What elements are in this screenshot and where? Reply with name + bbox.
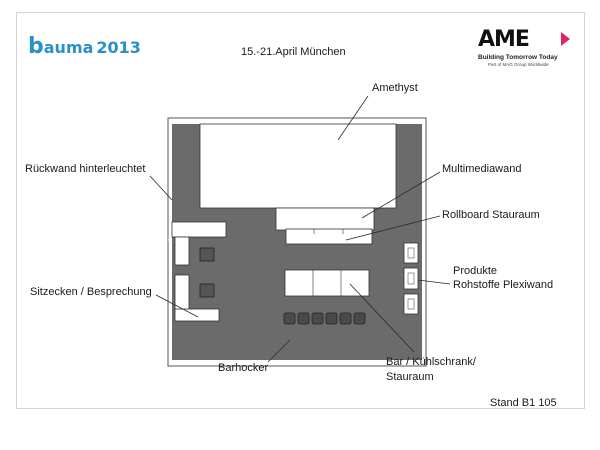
ame-logo-word: AME — [478, 27, 530, 52]
bar-stool — [353, 312, 366, 325]
rollboard-storage — [285, 228, 373, 245]
label-rollboard: Rollboard Stauraum — [442, 209, 540, 221]
side-table — [199, 247, 215, 262]
event-date: 15.-21.April München — [241, 46, 346, 58]
amethyst-area — [199, 123, 397, 209]
showcase-box — [403, 242, 419, 264]
bar-stool — [283, 312, 296, 325]
label-barhocker: Barhocker — [218, 362, 269, 374]
label-rueckwand: Rückwand hinterleuchtet — [25, 163, 146, 175]
bauma-logo-year: 2013 — [96, 38, 141, 57]
label-multimedia: Multimediawand — [442, 163, 522, 175]
label-rohstoffe: Rohstoffe Plexiwand — [453, 279, 554, 291]
bar-stool — [325, 312, 338, 325]
leader-produkte — [417, 279, 451, 285]
showcase-box — [403, 267, 419, 290]
ame-tagline: Building Tomorrow Today — [478, 54, 558, 61]
side-table — [199, 283, 215, 298]
showcase-inner — [407, 298, 415, 310]
stand-number: Stand B1 105 — [490, 397, 557, 409]
leader-sitzecken — [155, 294, 199, 318]
leader-amethyst — [337, 95, 369, 141]
label-stauraum: Stauraum — [386, 371, 434, 383]
left-counter — [171, 221, 227, 238]
bauma-logo-b: b — [28, 34, 44, 59]
showcase-inner — [407, 247, 415, 259]
leader-rollboard — [345, 215, 441, 241]
sofa-lower — [174, 274, 190, 312]
bar-stool — [297, 312, 310, 325]
multimedia-wall — [275, 207, 375, 231]
label-amethyst: Amethyst — [372, 82, 418, 94]
label-bar: Bar / Kühlschrank/ — [386, 356, 476, 368]
sofa-bottom — [174, 308, 220, 322]
leader-multimedia — [361, 171, 441, 219]
showcase-inner — [407, 272, 415, 285]
ame-logo: AME Building Tomorrow Today Part of MAG … — [478, 28, 578, 70]
ame-flag-icon — [561, 32, 570, 46]
label-produkte: Produkte — [453, 265, 498, 277]
showcase-box — [403, 293, 419, 315]
ame-subtag: Part of MAG Group Worldwide — [488, 62, 549, 67]
leader-bar — [349, 283, 415, 353]
slide-frame — [16, 12, 585, 409]
label-sitzecken: Sitzecken / Besprechung — [30, 286, 152, 298]
leader-rueckwand — [149, 175, 173, 201]
leader-barhocker — [267, 339, 291, 363]
bar-counter — [284, 269, 370, 297]
bar-stool — [339, 312, 352, 325]
bar-stool — [311, 312, 324, 325]
sofa-upper — [174, 236, 190, 266]
bauma-logo-text: auma — [43, 38, 94, 57]
